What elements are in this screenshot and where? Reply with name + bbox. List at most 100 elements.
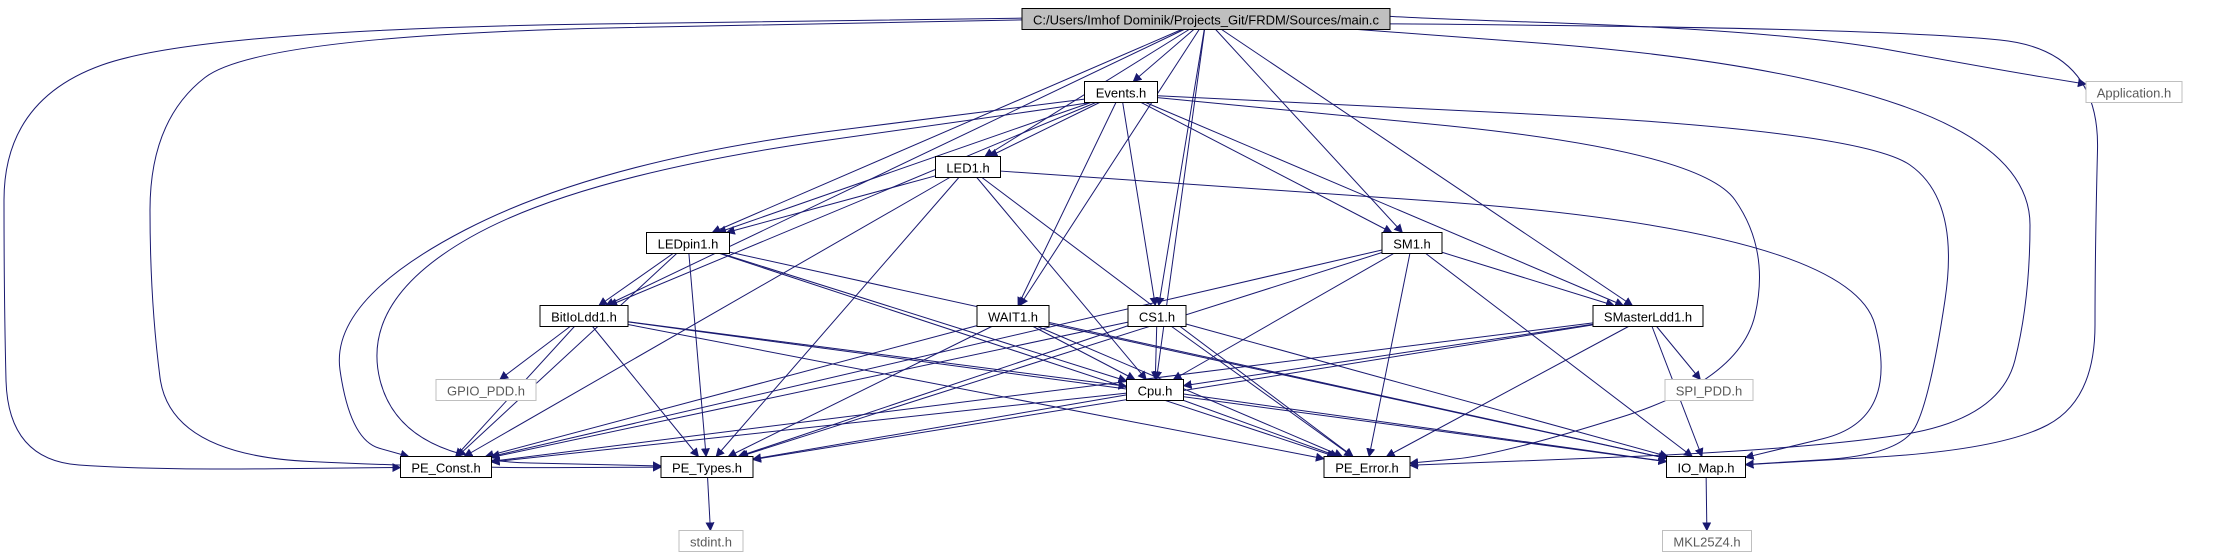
edge-main-to-pe-types [149,19,1023,472]
node-ledpin1[interactable]: LEDpin1.h [646,232,730,254]
node-led1[interactable]: LED1.h [935,156,1001,178]
node-mkl25z4[interactable]: MKL25Z4.h [1662,530,1752,552]
node-label: GPIO_PDD.h [447,384,525,399]
edge-cpu-to-pe-const [490,392,1127,466]
node-gpio-pdd[interactable]: GPIO_PDD.h [435,379,537,401]
edge-bitioldd1-to-cpu [627,321,1128,390]
edge-cs1-to-io-map [1185,323,1669,459]
node-box [400,456,492,478]
nodes-layer: C:/Users/Imhof Dominik/Projects_Git/FRDM… [400,8,2183,552]
node-label: Application.h [2097,86,2171,101]
node-bitioldd1[interactable]: BitIoLdd1.h [539,305,629,327]
edge-main-to-pe-error [1340,27,2031,470]
edge-events-to-pe-types [376,102,1090,471]
node-box [678,530,744,552]
node-box [1021,8,1391,30]
edge-cpu-to-pe-types [752,394,1127,463]
edge-sm1-to-io-map [1425,253,1693,458]
node-label: WAIT1.h [988,310,1038,325]
node-box [660,456,754,478]
edge-events-to-pe-error [1157,97,1760,467]
edge-sm1-to-smasterldd1 [1441,251,1615,308]
edge-led1-to-pe-types [715,177,960,458]
node-application[interactable]: Application.h [2085,81,2183,103]
node-label: BitIoLdd1.h [551,310,617,325]
edge-events-to-cs1 [1122,102,1159,307]
node-label: SMasterLdd1.h [1604,310,1692,325]
edge-led1-to-pe-const [463,177,950,457]
node-smasterldd1[interactable]: SMasterLdd1.h [1592,305,1704,327]
edge-io-map-to-mkl25z4 [1702,477,1712,532]
edge-main-to-events [1132,29,1195,83]
edge-wait1-to-io-map [1048,323,1668,462]
node-label: SM1.h [1393,237,1431,252]
node-label: MKL25Z4.h [1673,535,1740,550]
node-box [435,379,537,401]
node-label: CS1.h [1139,310,1175,325]
edge-cpu-to-pe-error [1183,399,1339,458]
edge-led1-to-io-map [999,170,1882,460]
edge-main-to-cs1 [1155,29,1205,307]
node-stdint[interactable]: stdint.h [678,530,744,552]
edge-cs1-to-cpu [1151,326,1160,381]
node-label: PE_Error.h [1335,461,1399,476]
edge-main-to-pe-const [3,17,1023,473]
edge-events-to-ledpin1 [717,102,1092,235]
node-main[interactable]: C:/Users/Imhof Dominik/Projects_Git/FRDM… [1021,8,1391,30]
edge-events-to-led1 [988,102,1100,157]
node-label: LEDpin1.h [658,237,719,252]
node-label: C:/Users/Imhof Dominik/Projects_Git/FRDM… [1033,13,1380,28]
node-io-map[interactable]: IO_Map.h [1666,456,1746,478]
edges-layer [3,8,2099,532]
edge-cs1-to-pe-types [737,325,1129,459]
node-box [1323,456,1411,478]
edge-ledpin1-to-bitioldd1 [598,253,674,307]
node-box [1127,305,1187,327]
node-box [935,156,1001,178]
edge-events-to-sm1 [1141,102,1393,233]
edge-cs1-to-pe-const [490,321,1129,461]
node-spi-pdd[interactable]: SPI_PDD.h [1664,379,1754,401]
node-sm1[interactable]: SM1.h [1381,232,1443,254]
node-label: PE_Const.h [411,461,480,476]
node-box [1126,379,1184,401]
node-box [976,305,1050,327]
node-box [1084,81,1158,103]
node-cs1[interactable]: CS1.h [1127,305,1187,327]
edge-main-to-smasterldd1 [1221,29,1634,307]
edge-main-to-application [1340,8,2087,88]
edge-events-to-smasterldd1 [1145,102,1625,307]
node-box [1662,530,1752,552]
node-pe-types[interactable]: PE_Types.h [660,456,754,478]
edge-ledpin1-to-pe-types [688,253,710,458]
edge-smasterldd1-to-pe-const [490,322,1594,465]
edge-main-to-ledpin1 [711,29,1182,234]
edge-led1-to-cpu [976,177,1147,381]
node-box [1666,456,1746,478]
node-label: Cpu.h [1138,384,1173,399]
edge-sm1-to-pe-types [739,252,1383,459]
edge-ledpin1-to-cpu [721,253,1128,383]
node-events[interactable]: Events.h [1084,81,1158,103]
edge-cpu-to-io-map [1183,393,1668,465]
edge-wait1-to-pe-types [727,326,992,457]
edge-wait1-to-cpu [1032,326,1136,380]
edge-main-to-wait1 [1019,29,1200,307]
node-label: PE_Types.h [672,461,742,476]
node-label: stdint.h [690,535,732,550]
node-wait1[interactable]: WAIT1.h [976,305,1050,327]
node-pe-error[interactable]: PE_Error.h [1323,456,1411,478]
edge-main-to-io-map [1364,23,2099,469]
edge-bitioldd1-to-pe-types [592,326,700,458]
node-pe-const[interactable]: PE_Const.h [400,456,492,478]
edge-main-to-bitioldd1 [605,29,1185,307]
node-box [1664,379,1754,401]
edge-led1-to-ledpin1 [725,175,936,235]
edge-bitioldd1-to-gpio-pdd [499,326,571,381]
edge-smasterldd1-to-cpu [1182,323,1594,389]
node-cpu[interactable]: Cpu.h [1126,379,1184,401]
node-label: IO_Map.h [1677,461,1734,476]
edge-events-to-io-map [1157,95,1949,469]
edge-smasterldd1-to-spi-pdd [1656,326,1701,381]
